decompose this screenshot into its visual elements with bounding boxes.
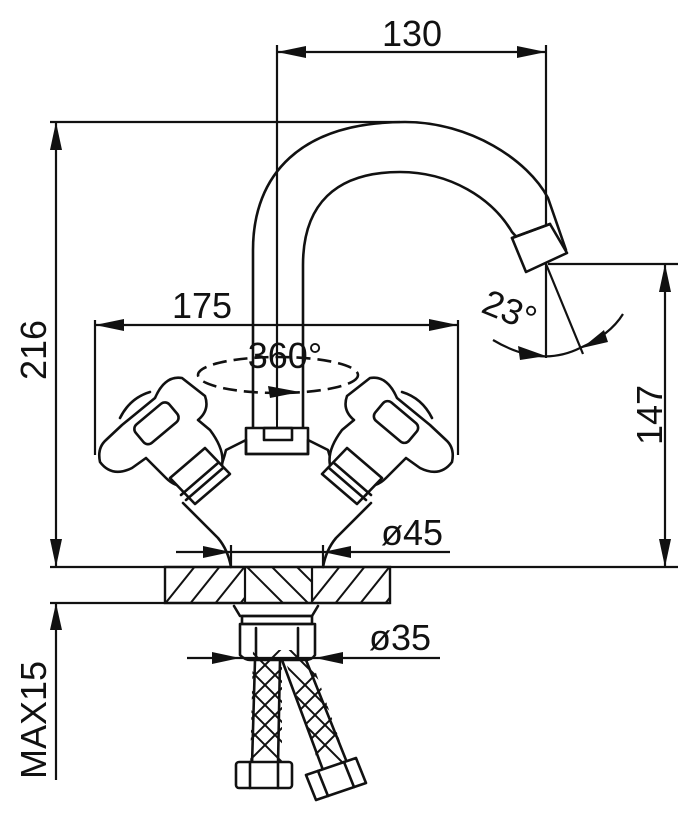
dimension-base-diameter: ø45	[176, 512, 450, 567]
label-ø35: ø35	[369, 617, 431, 658]
faucet-body	[181, 426, 373, 569]
dimension-shank-diameter: ø35	[187, 617, 440, 664]
label-216: 216	[13, 320, 54, 380]
supply-hose-left	[234, 650, 294, 790]
dimension-total-height: 216	[13, 120, 400, 567]
right-handle	[320, 376, 455, 506]
label-147: 147	[629, 385, 670, 445]
label-23-deg: 23°	[477, 281, 543, 339]
left-handle	[97, 376, 232, 506]
angle-annotation: 23°	[477, 263, 624, 360]
mounting-shank	[232, 604, 320, 662]
label-ø45: ø45	[381, 512, 443, 553]
spout	[251, 120, 569, 430]
label-130: 130	[382, 13, 442, 54]
dimension-max-thickness: MAX15	[13, 603, 62, 780]
swivel-annotation: 360°	[196, 335, 360, 398]
label-175: 175	[172, 285, 232, 326]
label-max15: MAX15	[13, 661, 54, 779]
dimension-outlet-height: 147	[548, 262, 678, 567]
countertop-section	[163, 565, 392, 605]
label-360-deg: 360°	[248, 335, 322, 376]
